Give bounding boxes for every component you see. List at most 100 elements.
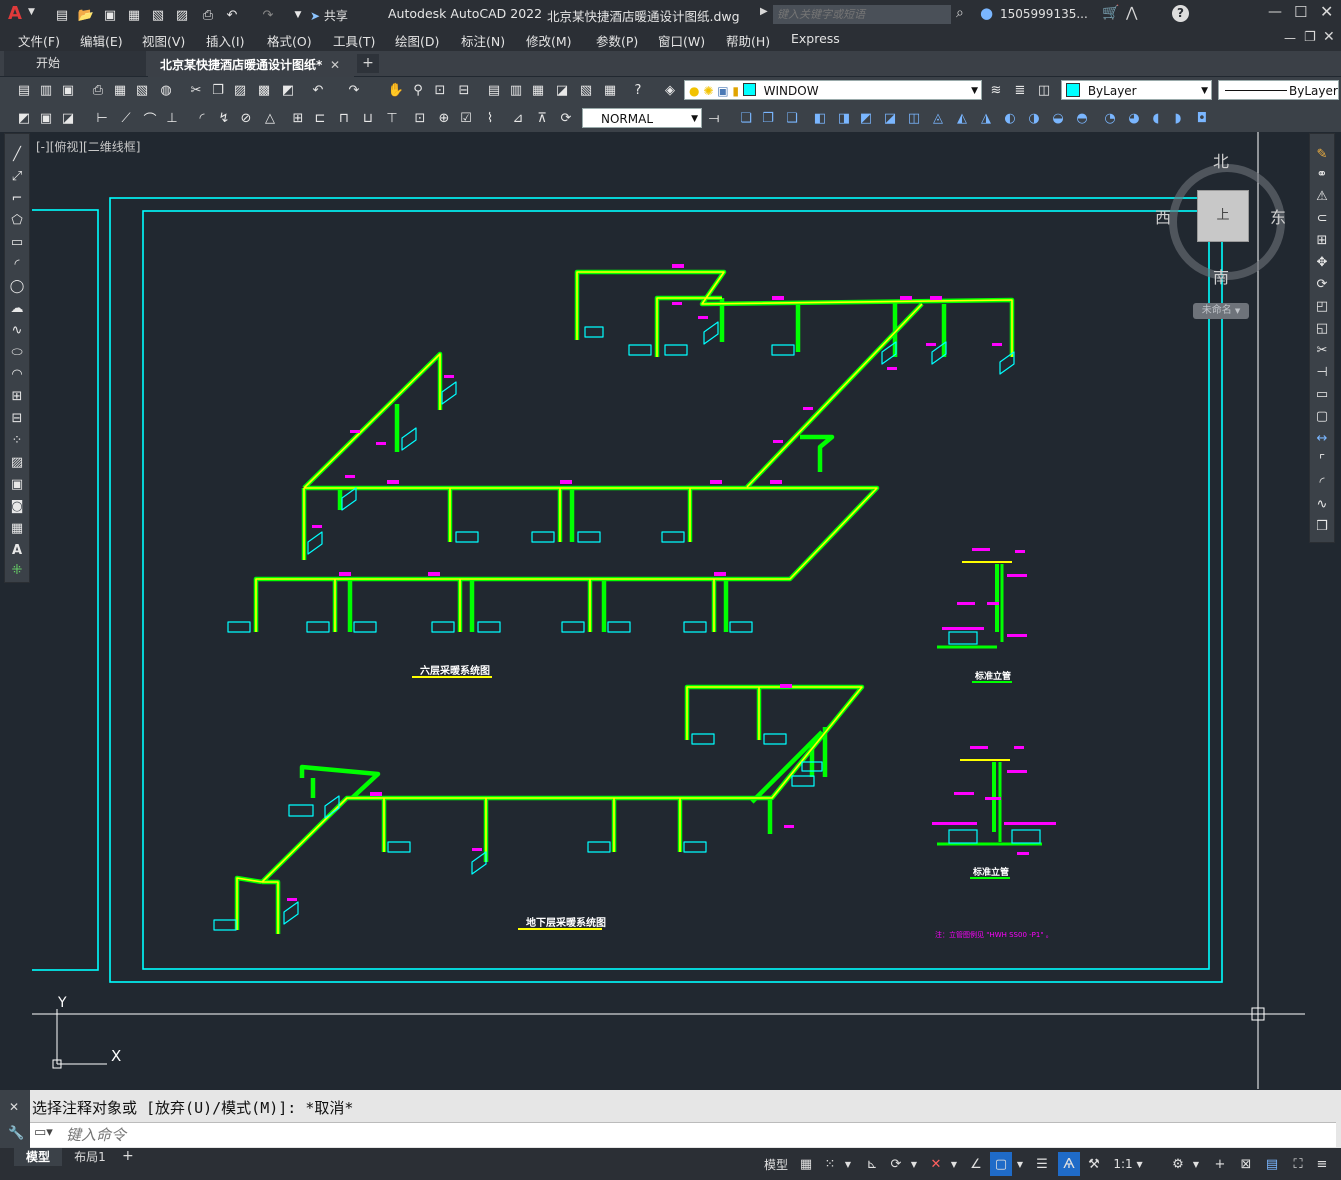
share-button[interactable]: ➤ 共享	[310, 9, 348, 23]
break-obj-icon[interactable]: ▢	[1315, 408, 1329, 424]
model-space-button[interactable]: 模型	[763, 1157, 788, 1172]
save-as-icon[interactable]: ▦	[127, 7, 141, 23]
polyline-icon[interactable]: ⌐	[11, 190, 23, 206]
dimtedit-icon[interactable]: ⊼	[537, 110, 547, 126]
table-icon[interactable]: ▦	[10, 520, 24, 536]
compass-east[interactable]: 东	[1270, 208, 1287, 227]
units-icon[interactable]: ⊠	[1240, 1156, 1252, 1172]
trim-icon[interactable]: ✂	[1316, 342, 1328, 358]
linetype-dropdown[interactable]: ByLayer	[1218, 80, 1339, 100]
arc-icon[interactable]: ◜	[14, 256, 20, 272]
dimstyle-icon[interactable]: ⟞	[708, 110, 720, 126]
layer-dropdown[interactable]: ● ✺ ▣ ▮ WINDOW ▼	[684, 80, 982, 100]
menu-tools[interactable]: 工具(T)	[333, 34, 376, 49]
workspace-chevron-icon[interactable]: ▼	[294, 10, 302, 20]
tb2-blue-9-icon[interactable]: ◬	[933, 110, 943, 126]
sheet-set-icon[interactable]: ◪	[555, 82, 569, 98]
hatch-icon[interactable]: ▨	[10, 454, 24, 470]
stretch-icon[interactable]: ◱	[1315, 320, 1329, 336]
menu-edit[interactable]: 编辑(E)	[80, 34, 123, 49]
inspect-icon[interactable]: ☑	[460, 110, 472, 126]
tb2-blue-18-icon[interactable]: ◖	[1152, 110, 1160, 126]
scale-icon[interactable]: ◰	[1315, 298, 1329, 314]
publish-icon[interactable]: ▧	[135, 82, 149, 98]
jogged-linear-icon[interactable]: ⌇	[486, 110, 494, 126]
construction-line-icon[interactable]: ⤢	[11, 168, 23, 184]
annotation-monitor-icon[interactable]: +	[1214, 1156, 1226, 1172]
undo-tb-icon[interactable]: ↶	[312, 82, 324, 98]
dim-style-dropdown[interactable]: NORMAL ▼	[582, 108, 702, 128]
plot-tb-icon[interactable]: ⎙	[92, 82, 104, 98]
tb2-tool-3-icon[interactable]: ◪	[61, 110, 75, 126]
tb2-blue-6-icon[interactable]: ◩	[859, 110, 873, 126]
rectangle-icon[interactable]: ▭	[10, 234, 24, 250]
add-selected-icon[interactable]: ⁜	[11, 562, 23, 578]
viewport-label[interactable]: [-][俯视][二维线框]	[36, 140, 141, 154]
app-logo[interactable]: A	[8, 3, 22, 24]
menu-window[interactable]: 窗口(W)	[658, 34, 706, 49]
app-menu-chevron-icon[interactable]: ▼	[28, 7, 35, 17]
search-input[interactable]	[773, 5, 951, 24]
tb2-blue-12-icon[interactable]: ◐	[1004, 110, 1016, 126]
save-web-icon[interactable]: ▨	[175, 7, 189, 23]
ortho-icon[interactable]: ⊾	[866, 1156, 878, 1172]
copy-icon[interactable]: ❐	[212, 82, 224, 98]
layout-tab-model[interactable]: 模型	[14, 1148, 62, 1166]
angular-icon[interactable]: △	[265, 110, 275, 126]
menu-parametric[interactable]: 参数(P)	[596, 34, 639, 49]
help-tb-icon[interactable]: ?	[634, 82, 642, 98]
menu-modify[interactable]: 修改(M)	[526, 34, 572, 49]
tb2-blue-17-icon[interactable]: ◕	[1128, 110, 1140, 126]
user-name[interactable]: 1505999135...	[1000, 7, 1088, 21]
tb2-blue-13-icon[interactable]: ◑	[1028, 110, 1040, 126]
tab-drawing[interactable]: 北京某快捷酒店暖通设计图纸* ✕	[148, 51, 354, 78]
menu-help[interactable]: 帮助(H)	[726, 34, 771, 49]
redo-tb-icon[interactable]: ↷	[348, 82, 360, 98]
tb2-blue-5-icon[interactable]: ◨	[837, 110, 851, 126]
radius-icon[interactable]: ◜	[199, 110, 205, 126]
menu-view[interactable]: 视图(V)	[142, 34, 186, 49]
paste-icon[interactable]: ▨	[233, 82, 247, 98]
jogged-icon[interactable]: ↯	[218, 110, 230, 126]
command-grip[interactable]: ✕ 🔧	[0, 1090, 30, 1148]
properties-icon[interactable]: ▤	[487, 82, 501, 98]
diameter-icon[interactable]: ⊘	[240, 110, 252, 126]
make-current-icon[interactable]: ≋	[990, 82, 1002, 98]
viewcube-face-top[interactable]: 上	[1197, 190, 1249, 242]
line-icon[interactable]: ╱	[13, 146, 21, 162]
osnap-icon[interactable]: ▢	[990, 1152, 1012, 1176]
menu-dimension[interactable]: 标注(N)	[461, 34, 506, 49]
save-tb-icon[interactable]: ▣	[61, 82, 75, 98]
a360-icon[interactable]: ⋀	[1126, 5, 1138, 21]
open-icon[interactable]: ▥	[39, 82, 53, 98]
command-input[interactable]	[64, 1123, 1328, 1147]
layer-manager-icon[interactable]: ◈	[665, 82, 675, 98]
update-icon[interactable]: ⟳	[560, 110, 572, 126]
tb2-blue-10-icon[interactable]: ◭	[957, 110, 967, 126]
ordinate-icon[interactable]: ⊥	[166, 110, 178, 126]
region-icon[interactable]: ◙	[10, 498, 24, 514]
workspace-chevron-icon[interactable]: ▼	[1192, 1159, 1200, 1169]
customization-menu-icon[interactable]: ≡	[1316, 1156, 1328, 1172]
mtext-icon[interactable]: A	[11, 542, 23, 558]
tb2-tool-1-icon[interactable]: ◩	[17, 110, 31, 126]
blend-icon[interactable]: ∿	[1316, 496, 1328, 512]
new-tab-button[interactable]: +	[357, 54, 379, 73]
design-center-icon[interactable]: ▥	[509, 82, 523, 98]
mirror-icon[interactable]: ⚠	[1316, 188, 1328, 204]
quick-properties-icon[interactable]: ▤	[1265, 1156, 1279, 1172]
match-prop-icon[interactable]: ▩	[257, 82, 271, 98]
continue-icon[interactable]: ⊓	[338, 110, 350, 126]
menu-draw[interactable]: 绘图(D)	[395, 34, 440, 49]
undo-icon[interactable]: ↶	[226, 7, 238, 23]
aligned-dim-icon[interactable]: ⟋	[121, 110, 131, 126]
tab-start[interactable]: 开始	[4, 51, 146, 76]
array-icon[interactable]: ⊞	[1316, 232, 1328, 248]
tb2-blue-14-icon[interactable]: ◒	[1052, 110, 1064, 126]
add-layout-button[interactable]: +	[122, 1148, 134, 1164]
snap-chevron-icon[interactable]: ▼	[844, 1159, 852, 1169]
spline-icon[interactable]: ∿	[11, 322, 23, 338]
make-block-icon[interactable]: ⊟	[11, 410, 23, 426]
doc-restore-button[interactable]: ❐	[1304, 30, 1316, 45]
annotation-visibility-icon[interactable]: Ѧ	[1058, 1152, 1080, 1176]
